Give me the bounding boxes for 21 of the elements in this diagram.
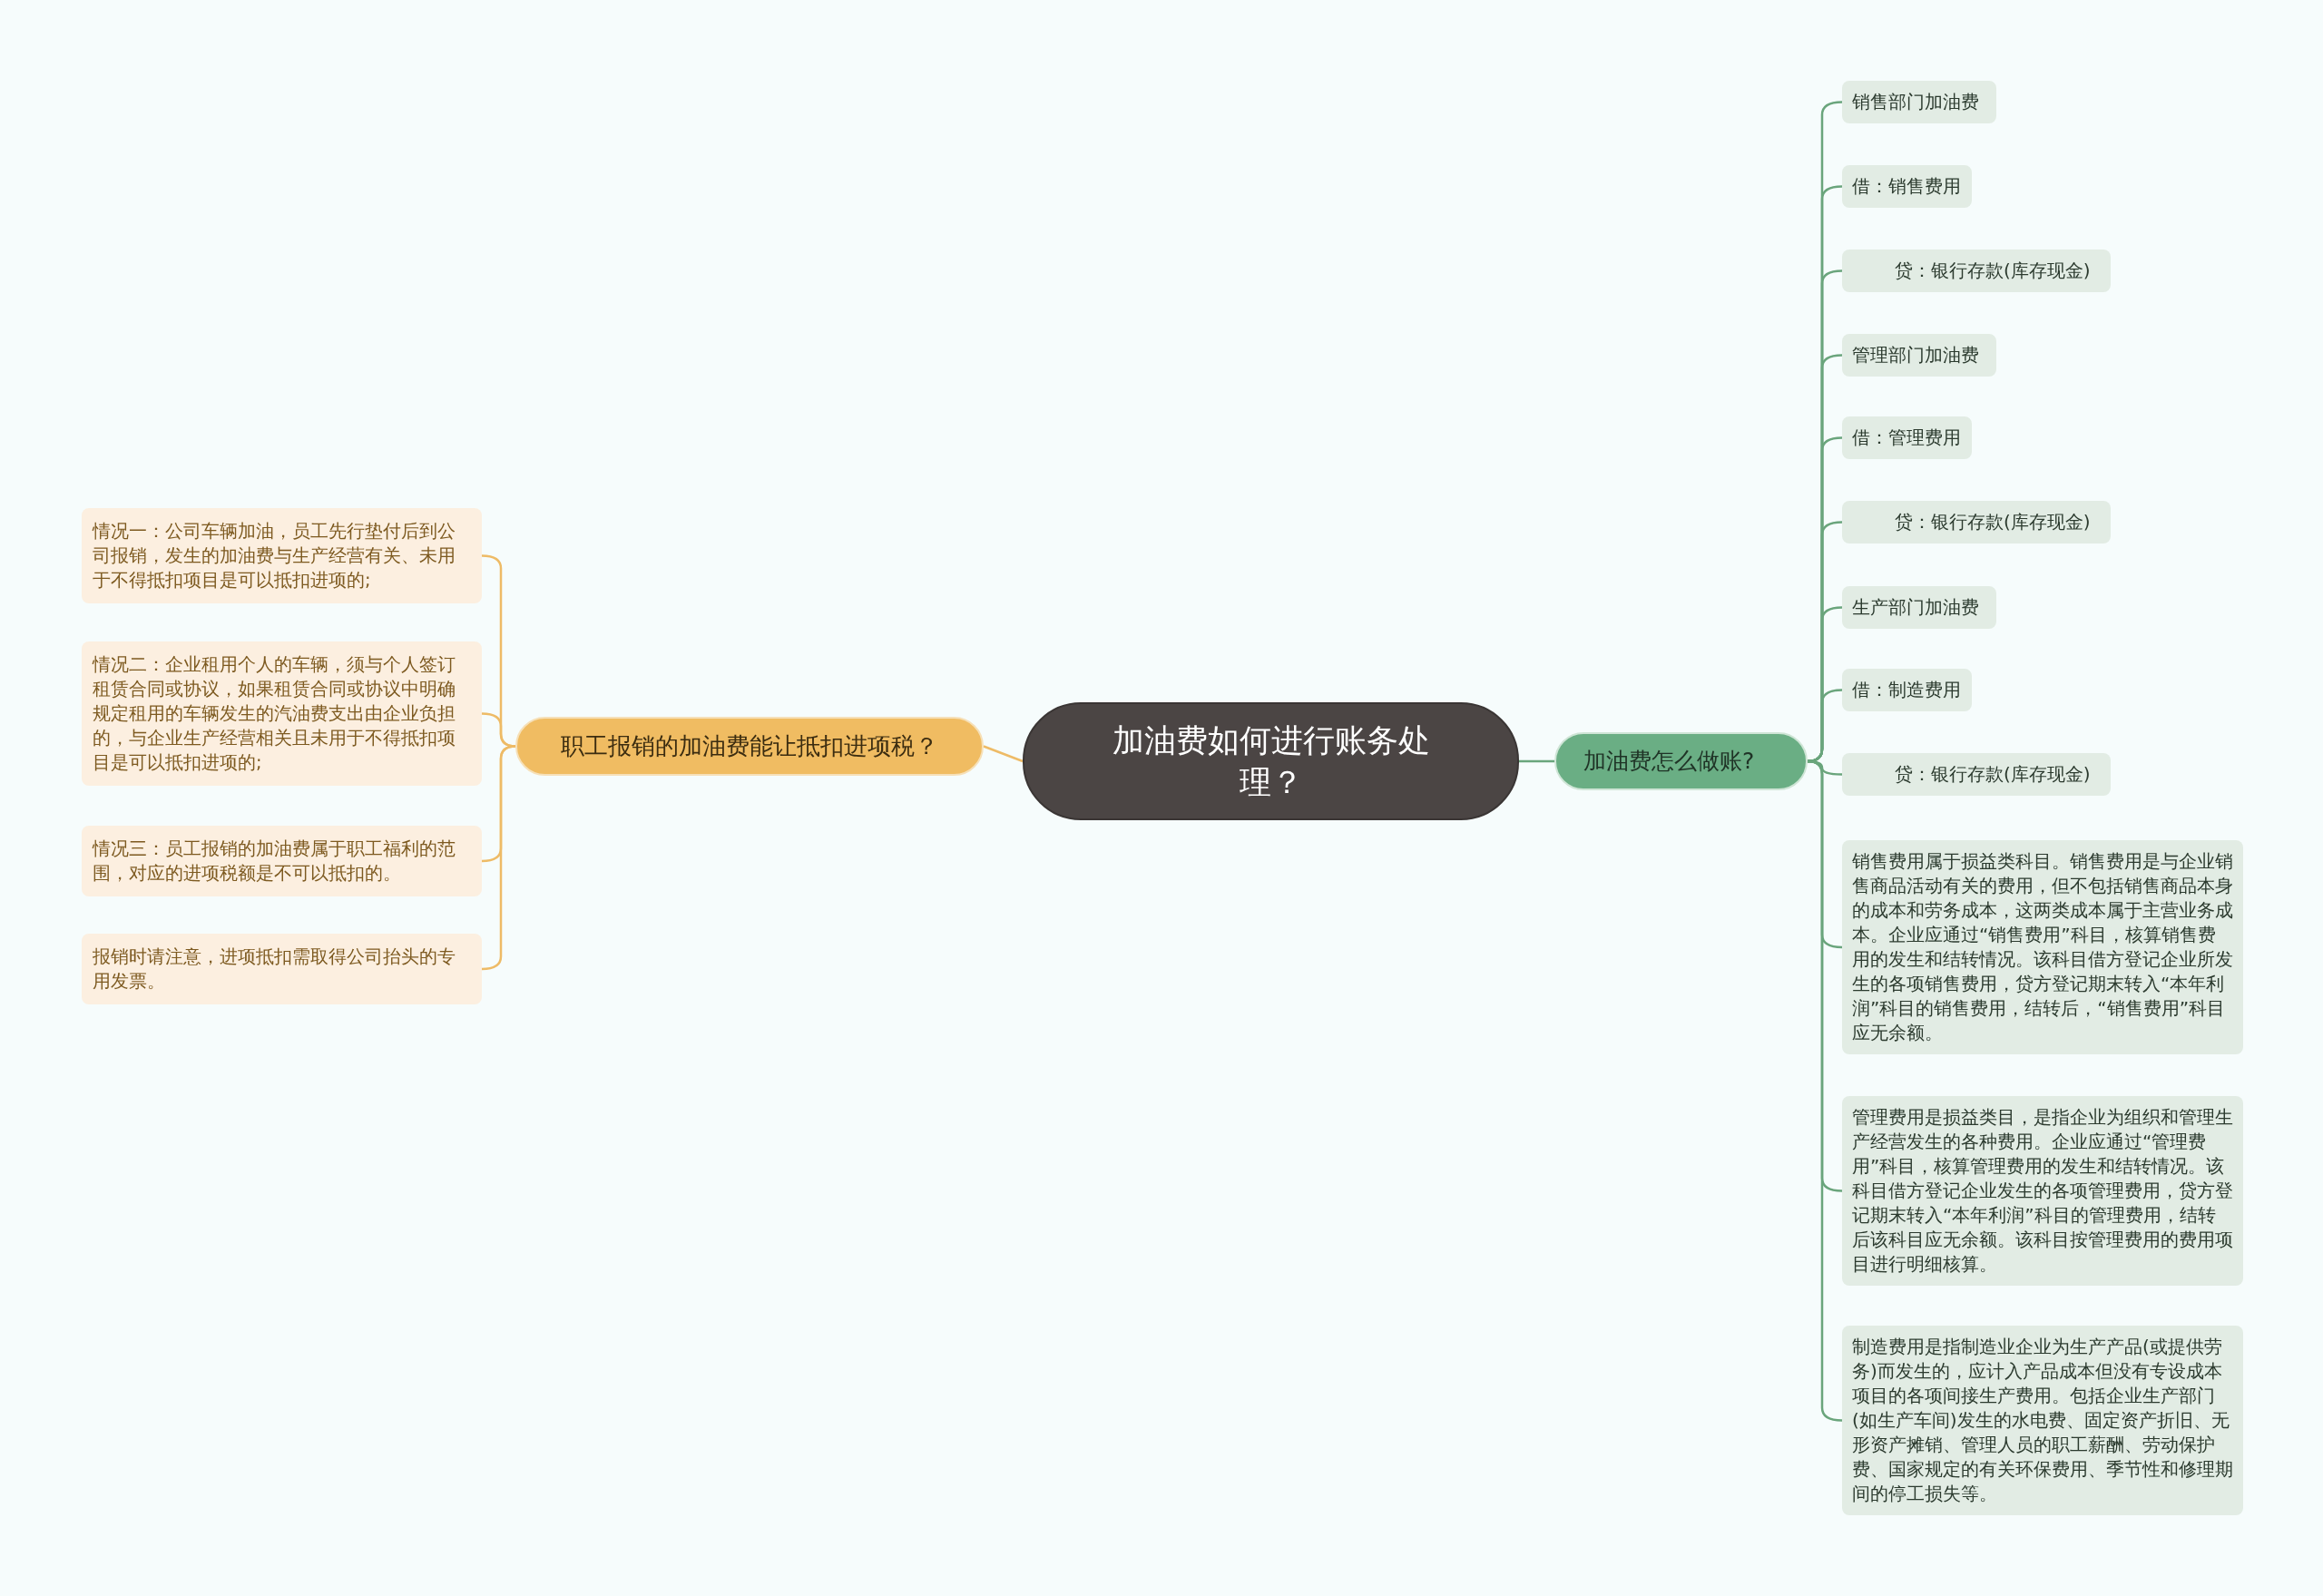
connector bbox=[983, 745, 1024, 763]
central-topic: 加油费如何进行账务处理？ bbox=[1023, 702, 1519, 820]
note-card: 报销时请注意，进项抵扣需取得公司抬头的专用发票。 bbox=[82, 934, 482, 1004]
branch-topic: 加油费怎么做账? bbox=[1554, 732, 1808, 790]
leaf-topic: 销售部门加油费 bbox=[1842, 81, 1996, 123]
leaf-topic: 借：制造费用 bbox=[1842, 669, 1972, 711]
branch-topic: 职工报销的加油费能让抵扣进项税？ bbox=[515, 717, 984, 776]
leaf-topic: 借：销售费用 bbox=[1842, 165, 1972, 208]
note-card: 管理费用是损益类目，是指企业为组织和管理生产经营发生的各种费用。企业应通过“管理费用”科目，核算管理费用的发生和结转情况。该科目借方登记企业发生的各项管理费用，贷方登记期末转入“本年利润”科目的管理费用，结转后该科目应无余额。该科目按管理费用的费用项目进行明细核算。 bbox=[1842, 1096, 2243, 1286]
leaf-topic: 贷：银行存款(库存现金) bbox=[1842, 753, 2111, 796]
note-card: 情况三：员工报销的加油费属于职工福利的范围，对应的进项税额是不可以抵扣的。 bbox=[82, 826, 482, 896]
leaf-topic: 管理部门加油费 bbox=[1842, 334, 1996, 377]
note-card: 情况一：公司车辆加油，员工先行垫付后到公司报销，发生的加油费与生产经营有关、未用于不得抵扣项目是可以抵扣进项的; bbox=[82, 508, 482, 603]
leaf-topic: 贷：银行存款(库存现金) bbox=[1842, 250, 2111, 292]
note-card: 情况二：企业租用个人的车辆，须与个人签订租赁合同或协议，如果租赁合同或协议中明确规定租用的车辆发生的汽油费支出由企业负担的，与企业生产经营相关且未用于不得抵扣项目是可以抵扣进项的; bbox=[82, 641, 482, 786]
note-card: 制造费用是指制造业企业为生产产品(或提供劳务)而发生的，应计入产品成本但没有专设成本项目的各项间接生产费用。包括企业生产部门(如生产车间)发生的水电费、固定资产折旧、无形资产摊销、管理人员的职工薪酬、劳动保护费、国家规定的有关环保费用、季节性和修理期间的停工损失等。 bbox=[1842, 1326, 2243, 1515]
leaf-topic: 借：管理费用 bbox=[1842, 416, 1972, 459]
leaf-topic: 生产部门加油费 bbox=[1842, 586, 1996, 629]
connector bbox=[1519, 759, 1554, 763]
leaf-topic: 贷：银行存款(库存现金) bbox=[1842, 501, 2111, 543]
note-card: 销售费用属于损益类科目。销售费用是与企业销售商品活动有关的费用，但不包括销售商品本身的成本和劳务成本，这两类成本属于主营业务成本。企业应通过“销售费用”科目，核算销售费用的发生和结转情况。该科目借方登记企业所发生的各项销售费用，贷方登记期末转入“本年利润”科目的销售费用，结转后，“销售费用”科目应无余额。 bbox=[1842, 840, 2243, 1054]
